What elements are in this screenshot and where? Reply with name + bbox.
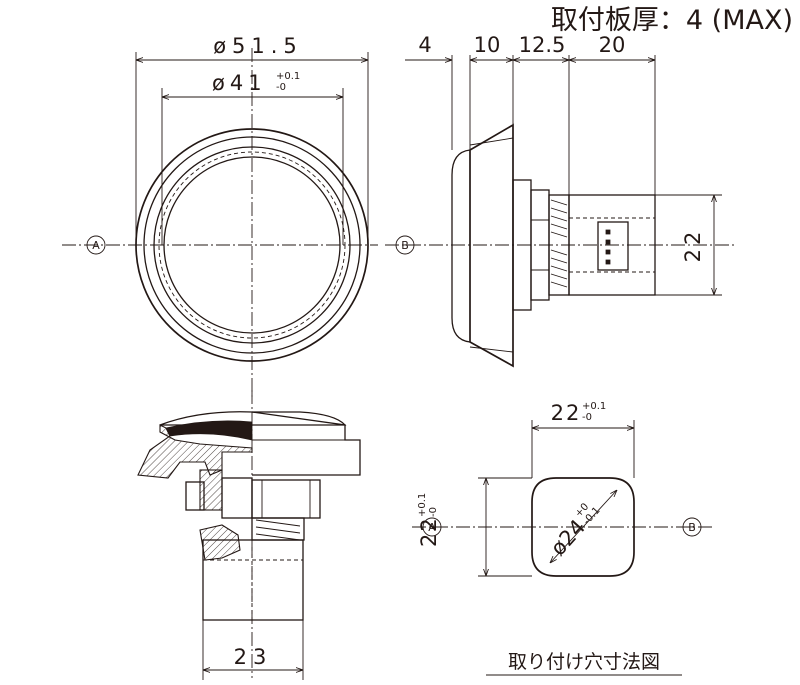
section-mark-a xyxy=(86,235,106,255)
lens-section xyxy=(165,420,253,441)
connector xyxy=(597,221,629,271)
inner-tol-upper: +0.1 xyxy=(276,71,300,82)
cutout-width-tol-lower: -0 xyxy=(582,412,592,423)
side-view: B 4 10 12.5 20 xyxy=(385,33,735,368)
thread-section-hatch xyxy=(199,524,241,561)
section-cap-top xyxy=(159,411,347,426)
connector-pin xyxy=(605,239,611,245)
section-mark-a-label: A xyxy=(92,239,100,252)
cutout-width-tol-upper: +0.1 xyxy=(582,401,606,412)
bezel-profile xyxy=(469,123,514,368)
cutout-mark-a-label: A xyxy=(428,521,436,534)
mounting-thickness-title: 取付板厚：4 (MAX) xyxy=(551,5,793,36)
bezel-edge xyxy=(469,346,514,353)
outer-diameter-label: ø51.5 xyxy=(213,34,303,58)
cutout-outline xyxy=(531,477,635,577)
section-mark-b-label: B xyxy=(401,239,409,252)
front-view: A ø51.5 ø41 +0.1 -0 xyxy=(62,34,378,400)
connector-pin xyxy=(605,259,611,265)
cutout-mark-b xyxy=(682,517,702,537)
connector-pin xyxy=(605,249,611,255)
dim-12-5: 12.5 xyxy=(519,33,566,57)
dim-4: 4 xyxy=(418,33,431,57)
cutout-height-tol-upper: +0.1 xyxy=(417,493,428,517)
connector-pin xyxy=(605,229,611,235)
cutout-mark-a xyxy=(422,517,442,537)
section-mark-b xyxy=(395,235,415,255)
thread-lines xyxy=(255,519,301,541)
inner-diameter-label: ø41 xyxy=(212,71,267,95)
cutout-height-tol-lower: -0 xyxy=(428,507,439,517)
cutout-width: 22 xyxy=(551,401,582,425)
dim-23: 23 xyxy=(234,645,273,669)
dim-20: 20 xyxy=(599,33,626,57)
lens-dome xyxy=(451,149,471,343)
dim-22: 22 xyxy=(681,228,705,263)
switch-housing xyxy=(568,194,656,296)
cutout-mark-b-label: B xyxy=(688,521,696,534)
mech-hatch xyxy=(199,469,223,511)
bezel-exterior xyxy=(251,411,361,476)
section-view: 23 xyxy=(137,390,361,680)
bezel-edge xyxy=(469,137,514,146)
panel-cutout: A B ø24 +0 -0.1 22 +0.1 -0 22 +0.1 -0 取り… xyxy=(412,401,712,676)
thread-lines xyxy=(550,199,568,288)
cutout-height: 22 xyxy=(417,516,441,547)
cutout-caption: 取り付け穴寸法図 xyxy=(508,651,660,673)
dim-10: 10 xyxy=(474,33,501,57)
mech-body xyxy=(221,477,253,519)
inner-tol-lower: -0 xyxy=(276,82,286,93)
dim-line-cutout-dia xyxy=(550,490,617,563)
